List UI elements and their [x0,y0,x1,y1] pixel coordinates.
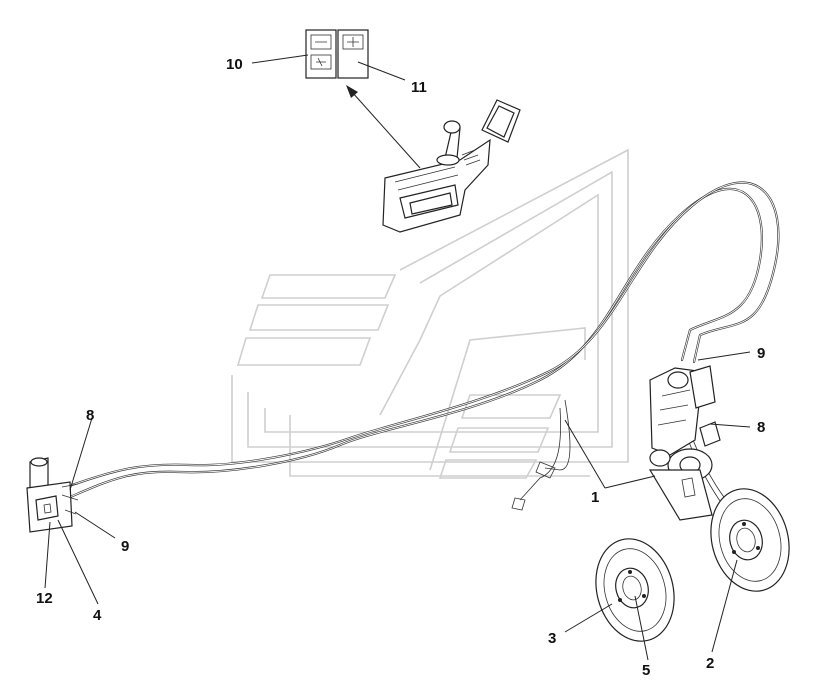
callout-9-right: 9 [757,345,765,362]
leader-lines [44,54,751,661]
callout-1: 1 [591,489,599,506]
callout-5: 5 [642,662,650,679]
callout-11: 11 [411,79,427,96]
callout-8-left: 8 [86,407,94,424]
callout-3: 3 [548,630,556,647]
callout-12: 12 [36,590,53,607]
callout-9-left: 9 [121,538,129,555]
cable-harness [68,181,780,541]
callout-2: 2 [706,655,714,672]
callout-10: 10 [226,56,243,73]
caliper-assembly [648,365,721,521]
switch-label-panel-10 [305,29,337,79]
switch-label-panel-11 [337,29,369,79]
control-console [382,99,521,233]
brake-disc-2 [710,488,790,592]
brake-disc-3 [595,538,675,642]
detail-arrow [346,85,421,169]
switch-assembly [26,457,79,533]
callout-4: 4 [93,607,102,624]
watermark-logo [231,148,629,479]
callout-8-right: 8 [757,419,765,436]
callout-labels: 10 11 8 9 12 4 1 9 8 3 5 2 [36,56,765,679]
